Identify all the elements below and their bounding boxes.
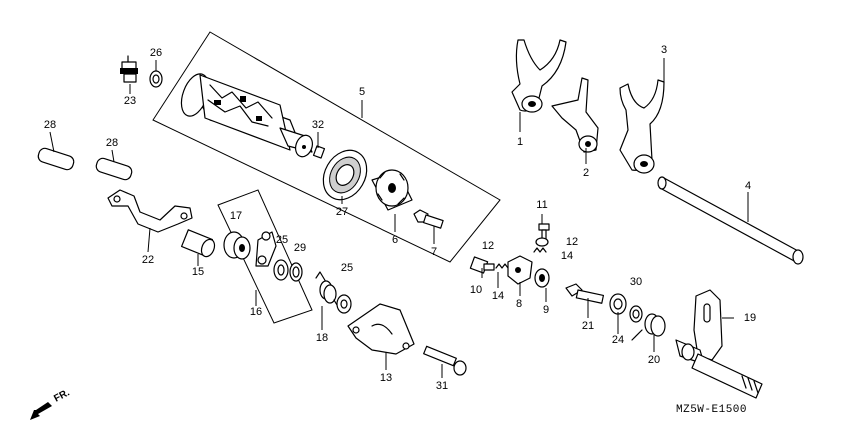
callout-label: 21 — [582, 320, 594, 332]
callout-label: 7 — [431, 246, 437, 258]
dowel-pin-28a — [37, 147, 75, 171]
pin-32 — [312, 145, 326, 159]
shift-drum-center — [371, 169, 413, 211]
callout-label: 8 — [516, 298, 522, 310]
plate-22 — [107, 189, 193, 233]
callout-label: 14 — [492, 290, 504, 302]
callout-label: 23 — [124, 95, 136, 107]
callout-label: 14 — [561, 250, 573, 262]
neutral-switch — [120, 55, 138, 83]
callout-label: 25 — [276, 234, 288, 246]
callout-label: 2 — [583, 167, 589, 179]
callout-label: 22 — [142, 254, 154, 266]
callout-label: 19 — [744, 312, 756, 324]
callout-label: 18 — [316, 332, 328, 344]
fork-shaft — [657, 176, 804, 265]
roller-10 — [469, 256, 495, 274]
shift-fork-2 — [551, 77, 599, 153]
callout-label: 31 — [436, 380, 448, 392]
callout-label: 11 — [536, 199, 547, 211]
bolt-7 — [413, 209, 444, 229]
pin-21 — [565, 283, 605, 304]
spring-14b — [533, 247, 547, 253]
spring-14a — [495, 263, 509, 269]
callout-label: 12 — [482, 240, 494, 252]
stopper-arm-8 — [507, 255, 533, 285]
callout-label: 30 — [630, 276, 642, 288]
shift-fork-3 — [619, 79, 665, 174]
front-label: FR. — [52, 387, 72, 404]
shift-drum — [180, 73, 314, 158]
shift-fork-1 — [511, 39, 567, 113]
drum-group-frame — [152, 31, 501, 263]
callout-label: 5 — [359, 86, 365, 98]
bolt-31 — [423, 345, 467, 376]
callout-label: 1 — [517, 136, 523, 148]
leader-lines — [49, 58, 749, 378]
front-arrow-icon: FR. — [30, 387, 72, 420]
callout-label: 24 — [612, 334, 624, 346]
dowel-pin-28b — [95, 157, 133, 181]
callout-label: 6 — [392, 234, 398, 246]
callout-label: 13 — [380, 372, 392, 384]
callout-label: 28 — [106, 137, 118, 149]
callout-label: 15 — [192, 266, 204, 278]
callout-label: 12 — [566, 236, 578, 248]
washer-12b — [535, 237, 549, 247]
spring-20 — [631, 313, 666, 341]
ring-group-frame — [217, 189, 313, 324]
bearing — [322, 149, 368, 201]
callout-label: 27 — [336, 206, 348, 218]
callout-label: 25 — [341, 262, 353, 274]
gearshift-spindle — [675, 289, 763, 399]
collar-15 — [180, 229, 216, 258]
callout-label: 9 — [543, 304, 549, 316]
callout-label: 17 — [230, 210, 242, 222]
callout-label: 26 — [150, 47, 162, 59]
collar-17 — [223, 231, 251, 260]
callout-label: 28 — [44, 119, 56, 131]
callout-label: 4 — [745, 180, 751, 192]
callout-label: 10 — [470, 284, 482, 296]
diagram-code: MZ5W-E1500 — [676, 404, 748, 416]
callout-label: 3 — [661, 44, 667, 56]
callout-label: 20 — [648, 354, 660, 366]
callout-label: 16 — [250, 306, 262, 318]
arm-link — [255, 231, 277, 267]
callout-label: 32 — [312, 119, 324, 131]
callout-label: 29 — [294, 242, 306, 254]
stopper-plate-13 — [347, 303, 415, 355]
spring-18 — [315, 271, 341, 311]
